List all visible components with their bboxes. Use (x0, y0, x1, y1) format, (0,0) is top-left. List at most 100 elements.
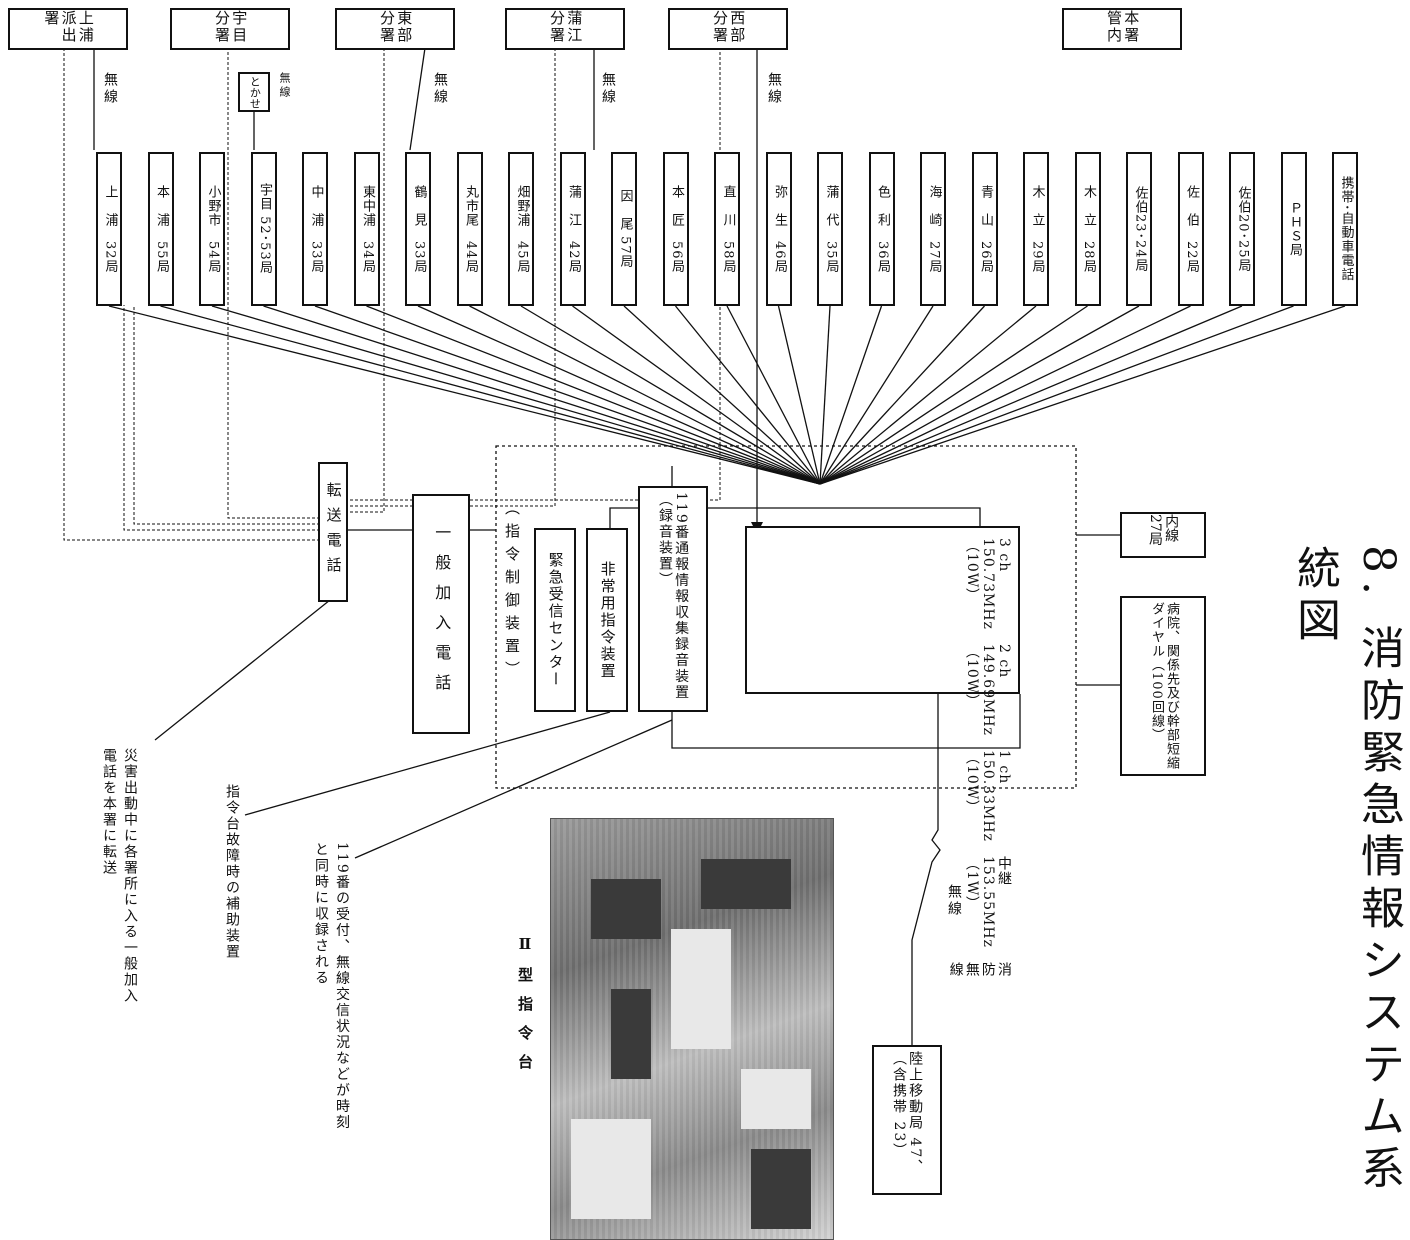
note-recorder: 119番の受付、無線交信状況などが時刻と同時に収録される (313, 842, 350, 1131)
station-honsho-label: 本署管内 (1105, 10, 1141, 44)
station-tobu: 東部分署 (335, 8, 455, 50)
exchange-ray (819, 305, 1294, 485)
exchange-ray (819, 305, 1243, 485)
exchange-label: 因 尾 57局 (617, 189, 633, 269)
recorder-note-leader (354, 719, 673, 859)
exchange-box: 本 浦 55局 (147, 152, 174, 306)
hospital-label: 病院、関係先及び幹部短縮ダイヤル（100回線） (1149, 602, 1179, 770)
exchange-ray (314, 305, 821, 485)
exchange-label: 佐伯20･25局 (1235, 185, 1251, 273)
exchange-ray (417, 305, 821, 485)
radio-label-kamae: 無線 (600, 72, 616, 106)
exchange-ray (819, 305, 1191, 485)
station-kamae-label: 蒲江分署 (548, 10, 584, 44)
radio-line-relay: 中継 153.55MHz （1W） (963, 855, 1012, 948)
page-title: 8. 消防緊急情報システム系統図 (1289, 545, 1404, 1197)
exchange-label: 佐 伯 22局 (1183, 184, 1199, 274)
exchange-label: 蒲 江 42局 (565, 184, 581, 274)
exchange-label: 弥 生 46局 (771, 184, 787, 274)
exchange-label: 佐伯23･24局 (1132, 185, 1148, 273)
exchange-box: 海 崎 27局 (920, 152, 946, 306)
exchange-box: 丸市尾 44局 (456, 152, 483, 306)
exchange-label: 木 立 28局 (1080, 184, 1096, 274)
radio-label-seibu: 無線 (766, 72, 782, 106)
exchange-box: 東中浦 34局 (353, 152, 380, 306)
exchange-ray (819, 305, 1140, 485)
transfer-phone-label: 転送電話 (324, 482, 343, 582)
exchange-box: 弥 生 46局 (765, 152, 792, 306)
mobile-radio-link (911, 690, 941, 1045)
radio-label-kamiura: 無線 (102, 72, 118, 106)
exchange-box: ＰＨＳ局 (1280, 152, 1307, 306)
exchange-label: 直 川 58局 (720, 184, 736, 274)
exchange-ray (572, 305, 821, 485)
exchange-label: 本 浦 55局 (153, 184, 169, 274)
note-transfer: 災害出動中に各署所に入る一般加入電話を本署に転送 (101, 748, 138, 1004)
hospital-box: 病院、関係先及び幹部短縮ダイヤル（100回線） (1120, 596, 1206, 776)
note-emergency: 指令台故障時の補助装置 (224, 784, 240, 960)
exchange-label: 青 山 26局 (977, 184, 993, 274)
exchange-label: 宇目 52･53局 (256, 183, 272, 275)
radio-label-mobile: 無線 (946, 884, 962, 918)
exchange-label: 丸市尾 44局 (462, 184, 478, 274)
exchange-connection-lines (108, 305, 1346, 485)
exchange-label: 鶴 見 33局 (411, 184, 427, 274)
station-ume: 宇目分署 (170, 8, 290, 50)
station-tobu-label: 東部分署 (378, 10, 414, 44)
subscriber-box: 一般加入電話 (412, 494, 470, 734)
exchange-ray (108, 305, 821, 485)
exchange-ray (777, 305, 821, 485)
transfer-phone-box: 転送電話 (318, 462, 348, 602)
recorder-box: 119番通報情報収集録音装置（録音装置） (638, 486, 708, 712)
station-honsho: 本署管内 (1062, 8, 1182, 50)
exchange-ray (211, 305, 821, 485)
naisen-box: 内線27局 (1120, 512, 1206, 558)
emergency-box: 非常用指令装置 (586, 528, 628, 712)
exchange-box: 木 立 28局 (1074, 152, 1101, 306)
exchange-box: 直 川 58局 (714, 152, 740, 306)
exchange-box: 佐 伯 22局 (1177, 152, 1204, 306)
exchange-box: 佐伯23･24局 (1126, 152, 1152, 306)
exchange-ray (469, 305, 821, 485)
exchange-label: 上 浦 32局 (102, 184, 118, 274)
subscriber-label: 一般加入電話 (432, 524, 452, 704)
exchange-ray (819, 305, 831, 485)
exchange-label: 中 浦 33局 (308, 184, 324, 274)
transfer-note-leader (154, 599, 331, 741)
exchange-label: 本 匠 56局 (668, 184, 684, 274)
emergency-label: 非常用指令装置 (598, 560, 617, 680)
photo-caption: Ⅱ型指令台 (516, 935, 534, 1083)
exchange-label: 蒲 代 35局 (823, 184, 839, 274)
mobile-station-label: 陸上移動局 47、（含携帯 23） (891, 1051, 924, 1176)
exchange-ray (726, 305, 821, 485)
station-seibu-label: 西部分署 (711, 10, 747, 44)
recorder-label: 119番通報情報収集録音装置（録音装置） (657, 492, 690, 701)
reception-center-box: 緊急受信センター (534, 528, 576, 712)
station-kamiura: 上浦派出署 (8, 8, 128, 50)
exchange-ray (819, 305, 1037, 485)
exchange-ray (674, 305, 821, 485)
exchange-label: 畑野浦 45局 (514, 184, 530, 274)
station-ume-label: 宇目分署 (213, 10, 249, 44)
exchange-ray (366, 305, 821, 485)
exchange-ray (520, 305, 821, 485)
exchange-box: 木 立 29局 (1023, 152, 1049, 306)
control-room-outline (495, 445, 1077, 789)
exchange-ray (819, 305, 985, 485)
mobile-station-box: 陸上移動局 47、（含携帯 23） (872, 1045, 942, 1195)
tobu-radio-link (409, 47, 426, 151)
exchange-box: 本 匠 56局 (662, 152, 689, 306)
exchange-ray (263, 305, 821, 485)
radio-system-title: 消防無線 (947, 961, 1012, 982)
control-label: （指令制御装置） (503, 500, 521, 684)
exchange-box: 小野市 54局 (199, 152, 225, 306)
station-seibu: 西部分署 (668, 8, 788, 50)
exchange-label: ＰＨＳ局 (1286, 201, 1302, 257)
naisen-label: 内線27局 (1147, 514, 1180, 546)
radio-system-box: 消防無線 中継 153.55MHz （1W） 1 ch 150.33MHz （1… (745, 526, 1020, 982)
exchange-label: 海 崎 27局 (926, 184, 942, 274)
exchange-ray (819, 305, 1088, 485)
exchange-ray (819, 305, 883, 485)
exchange-label: 東中浦 34局 (359, 184, 375, 274)
exchange-ray (819, 305, 934, 485)
